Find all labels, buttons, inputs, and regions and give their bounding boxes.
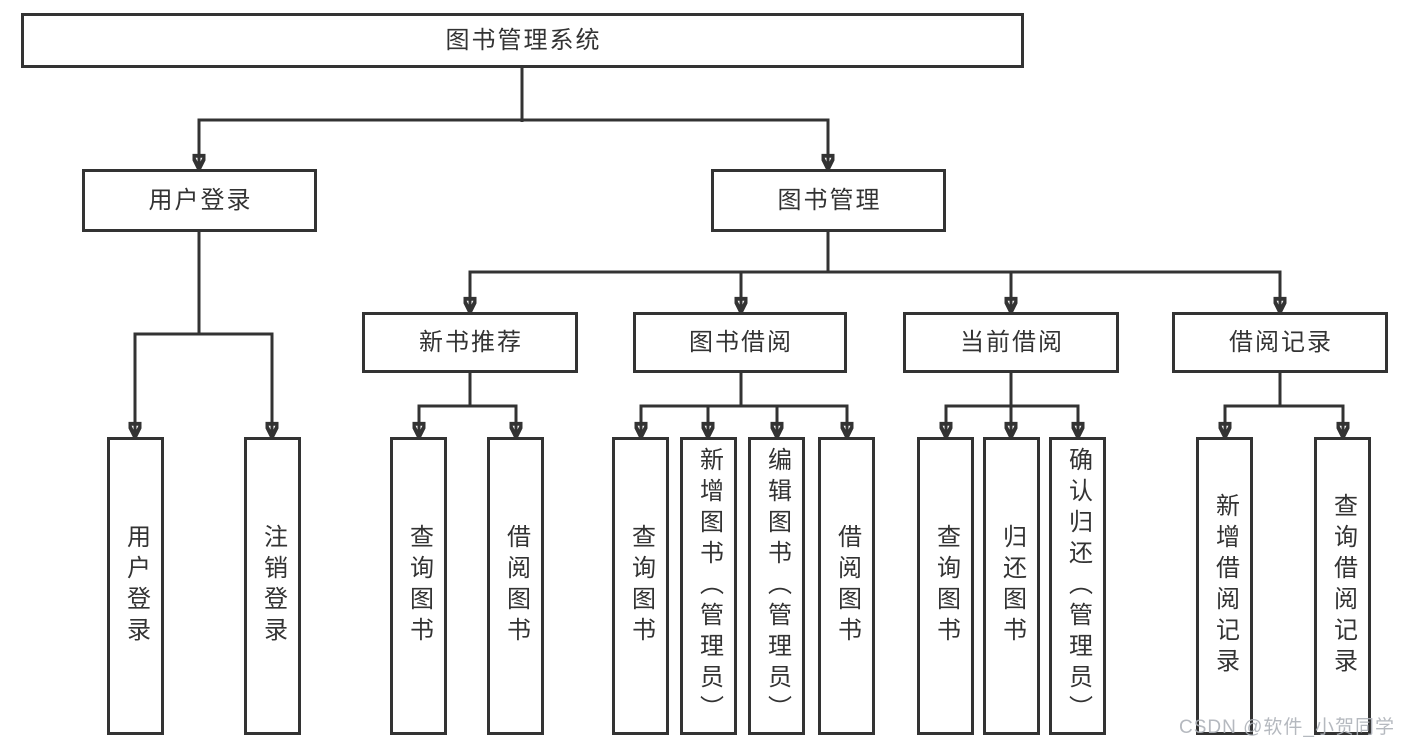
node-book-borrowing: 图书借阅	[633, 312, 847, 373]
node-label: 当前借阅	[960, 328, 1064, 356]
leaf-edit-book-admin: 编辑图书（管理员）	[748, 437, 805, 735]
node-label: 查询图书	[627, 524, 655, 648]
leaf-add-book-admin: 新增图书（管理员）	[680, 437, 737, 735]
node-label: 编辑图书（管理员）	[763, 446, 791, 726]
node-label: 注销登录	[259, 524, 287, 648]
leaf-query-books-borrowing: 查询图书	[612, 437, 669, 735]
node-label: 确认归还（管理员）	[1064, 446, 1092, 726]
leaf-borrow-books-borrowing: 借阅图书	[818, 437, 875, 735]
leaf-query-books-current: 查询图书	[917, 437, 974, 735]
node-label: 借阅图书	[502, 524, 530, 648]
node-label: 查询图书	[405, 524, 433, 648]
node-library-management-system: 图书管理系统	[21, 13, 1024, 68]
node-borrowing-records: 借阅记录	[1172, 312, 1388, 373]
leaf-borrow-books-recommend: 借阅图书	[487, 437, 544, 735]
leaf-user-login: 用户登录	[107, 437, 164, 735]
node-current-borrowing: 当前借阅	[903, 312, 1119, 373]
node-label: 查询借阅记录	[1329, 493, 1357, 679]
node-label: 图书借阅	[689, 328, 793, 356]
node-label: 借阅图书	[833, 524, 861, 648]
leaf-confirm-return-admin: 确认归还（管理员）	[1049, 437, 1106, 735]
node-label: 新增图书（管理员）	[695, 446, 723, 726]
node-label: 新增借阅记录	[1211, 493, 1239, 679]
node-user-login: 用户登录	[82, 169, 317, 232]
leaf-logout: 注销登录	[244, 437, 301, 735]
node-label: 归还图书	[998, 524, 1026, 648]
node-label: 借阅记录	[1229, 328, 1333, 356]
node-book-management: 图书管理	[711, 169, 946, 232]
watermark-text: CSDN @软件_小贺同学	[1179, 717, 1395, 738]
node-label: 用户登录	[148, 186, 253, 214]
leaf-return-books: 归还图书	[983, 437, 1040, 735]
leaf-add-borrow-record: 新增借阅记录	[1196, 437, 1253, 735]
leaf-query-borrow-record: 查询借阅记录	[1314, 437, 1371, 735]
node-new-book-recommendation: 新书推荐	[362, 312, 578, 373]
leaf-query-books-recommend: 查询图书	[390, 437, 447, 735]
node-label: 新书推荐	[419, 328, 523, 356]
node-label: 图书管理系统	[445, 26, 602, 54]
node-label: 用户登录	[122, 524, 150, 648]
node-label: 查询图书	[932, 524, 960, 648]
node-label: 图书管理	[777, 186, 882, 214]
